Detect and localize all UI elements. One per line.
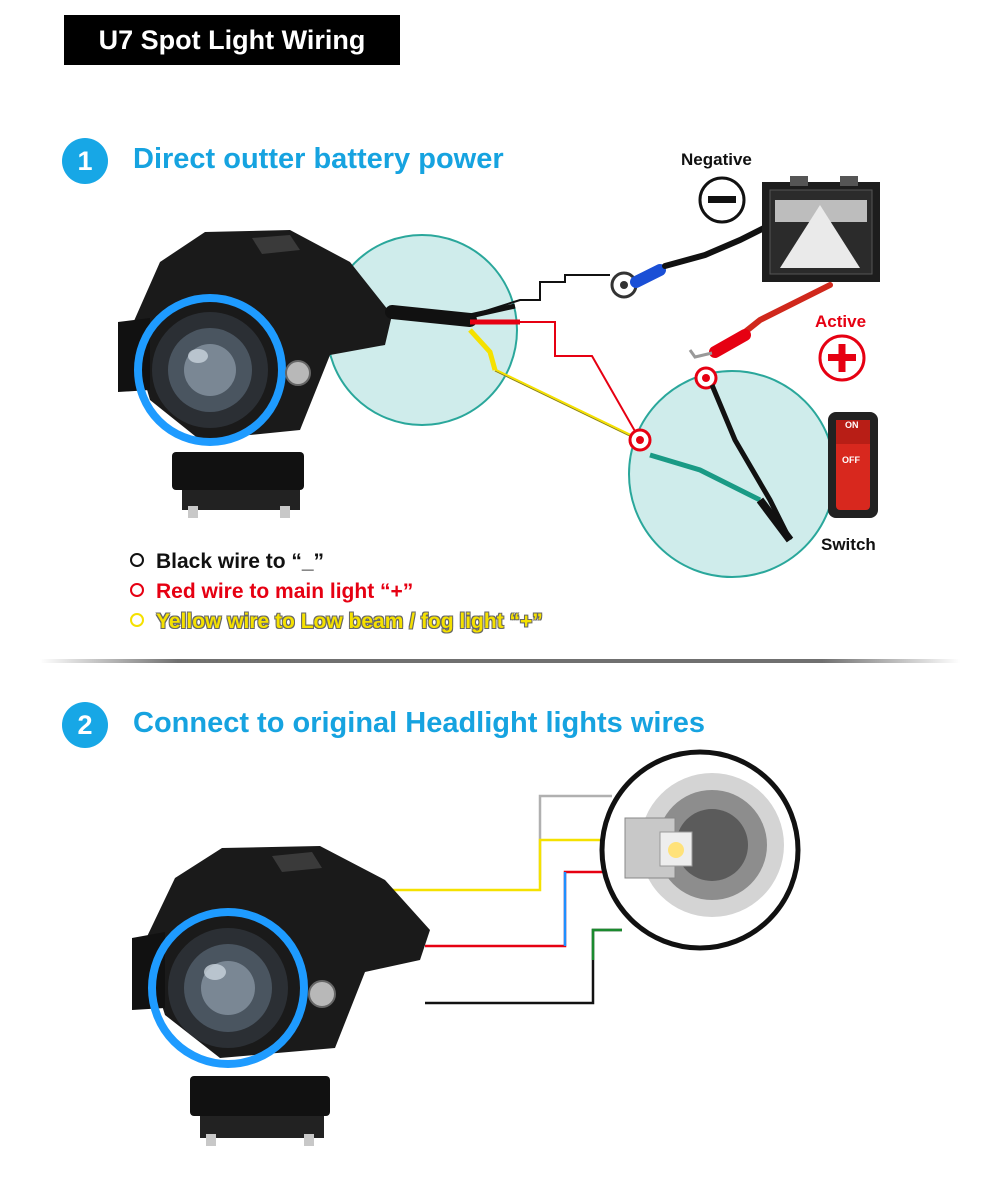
plus-icon: [818, 334, 866, 382]
yellow-wire-dot-icon: [130, 613, 144, 628]
red-wire-dot-icon: [130, 583, 144, 598]
black-wire-dot-icon: [130, 553, 144, 568]
step-2-badge: 2: [62, 702, 108, 748]
step-1-heading: Direct outter battery power: [133, 143, 504, 175]
spot-light-icon: [118, 230, 392, 518]
step-1-badge: 1: [62, 138, 108, 184]
terminal-target-icon: [628, 428, 652, 452]
terminal-target-icon: [694, 366, 718, 390]
on-off-switch-icon: [828, 412, 878, 518]
legend-black-wire: Black wire to “_”: [130, 550, 324, 574]
battery-wiring-diagram: [118, 176, 880, 578]
negative-label: Negative: [681, 150, 752, 169]
spot-light-icon: [132, 846, 430, 1146]
ring-terminal-icon: [610, 264, 666, 299]
page-title: U7 Spot Light Wiring: [64, 15, 400, 65]
legend-yellow-wire: Yellow wire to Low beam / fog light “+”: [130, 610, 543, 634]
battery-icon: [762, 176, 880, 282]
step-2-heading: Connect to original Headlight lights wir…: [133, 707, 705, 739]
section-divider: [40, 659, 960, 663]
switch-label: Switch: [821, 535, 876, 554]
headlight-bulb-icon: [599, 749, 801, 951]
active-label: Active: [815, 312, 867, 331]
switch-on-label: ON: [845, 420, 859, 430]
switch-off-label: OFF: [842, 455, 860, 465]
legend-red-wire: Red wire to main light “+”: [130, 580, 413, 604]
minus-icon: [698, 176, 746, 224]
